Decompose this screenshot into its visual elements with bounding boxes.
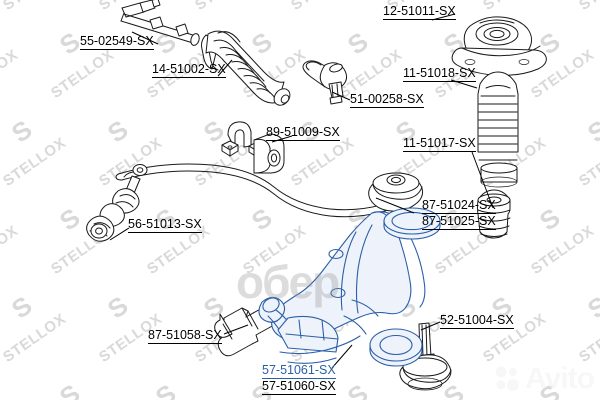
label-12-51011-SX[interactable]: 12-51011-SX — [383, 4, 456, 20]
label-52-51004-SX[interactable]: 52-51004-SX — [440, 313, 514, 329]
part-stabilizer-bar — [115, 163, 389, 218]
label-51-00258-SX[interactable]: 51-00258-SX — [350, 92, 424, 108]
label-11-51018-SX[interactable]: 11-51018-SX — [403, 66, 476, 82]
label-89-51009-SX[interactable]: 89-51009-SX — [266, 125, 340, 141]
label-11-51017-SX[interactable]: 11-51017-SX — [403, 136, 476, 152]
label-55-02549-SX[interactable]: 55-02549-SX — [80, 34, 154, 50]
part-strut-mount — [451, 16, 547, 76]
part-steering-rack-boot — [201, 30, 291, 106]
part-inner-tie-rod — [120, 0, 200, 46]
part-control-arm-bush-rear — [368, 172, 424, 212]
part-dust-cover — [477, 71, 519, 188]
label-57-51061-SX[interactable]: 57-51061-SX — [262, 363, 336, 379]
label-14-51002-SX[interactable]: 14-51002-SX — [152, 62, 226, 78]
part-control-arm-highlighted[interactable] — [258, 207, 441, 367]
part-stabilizer-link — [86, 175, 141, 242]
label-57-51060-SX[interactable]: 57-51060-SX — [262, 379, 336, 395]
label-group-rear-bushing: 87-51024-SX 87-51025-SX — [422, 198, 496, 230]
part-stabilizer-bushing — [253, 133, 285, 174]
label-group-control-arm: 57-51061-SX 57-51060-SX — [262, 363, 336, 395]
label-56-51013-SX[interactable]: 56-51013-SX — [128, 217, 202, 233]
label-87-51058-SX[interactable]: 87-51058-SX — [148, 328, 222, 344]
label-87-51025-SX[interactable]: 87-51025-SX — [422, 214, 496, 230]
label-87-51024-SX[interactable]: 87-51024-SX — [422, 198, 496, 214]
part-outer-tie-rod-end — [302, 60, 348, 105]
